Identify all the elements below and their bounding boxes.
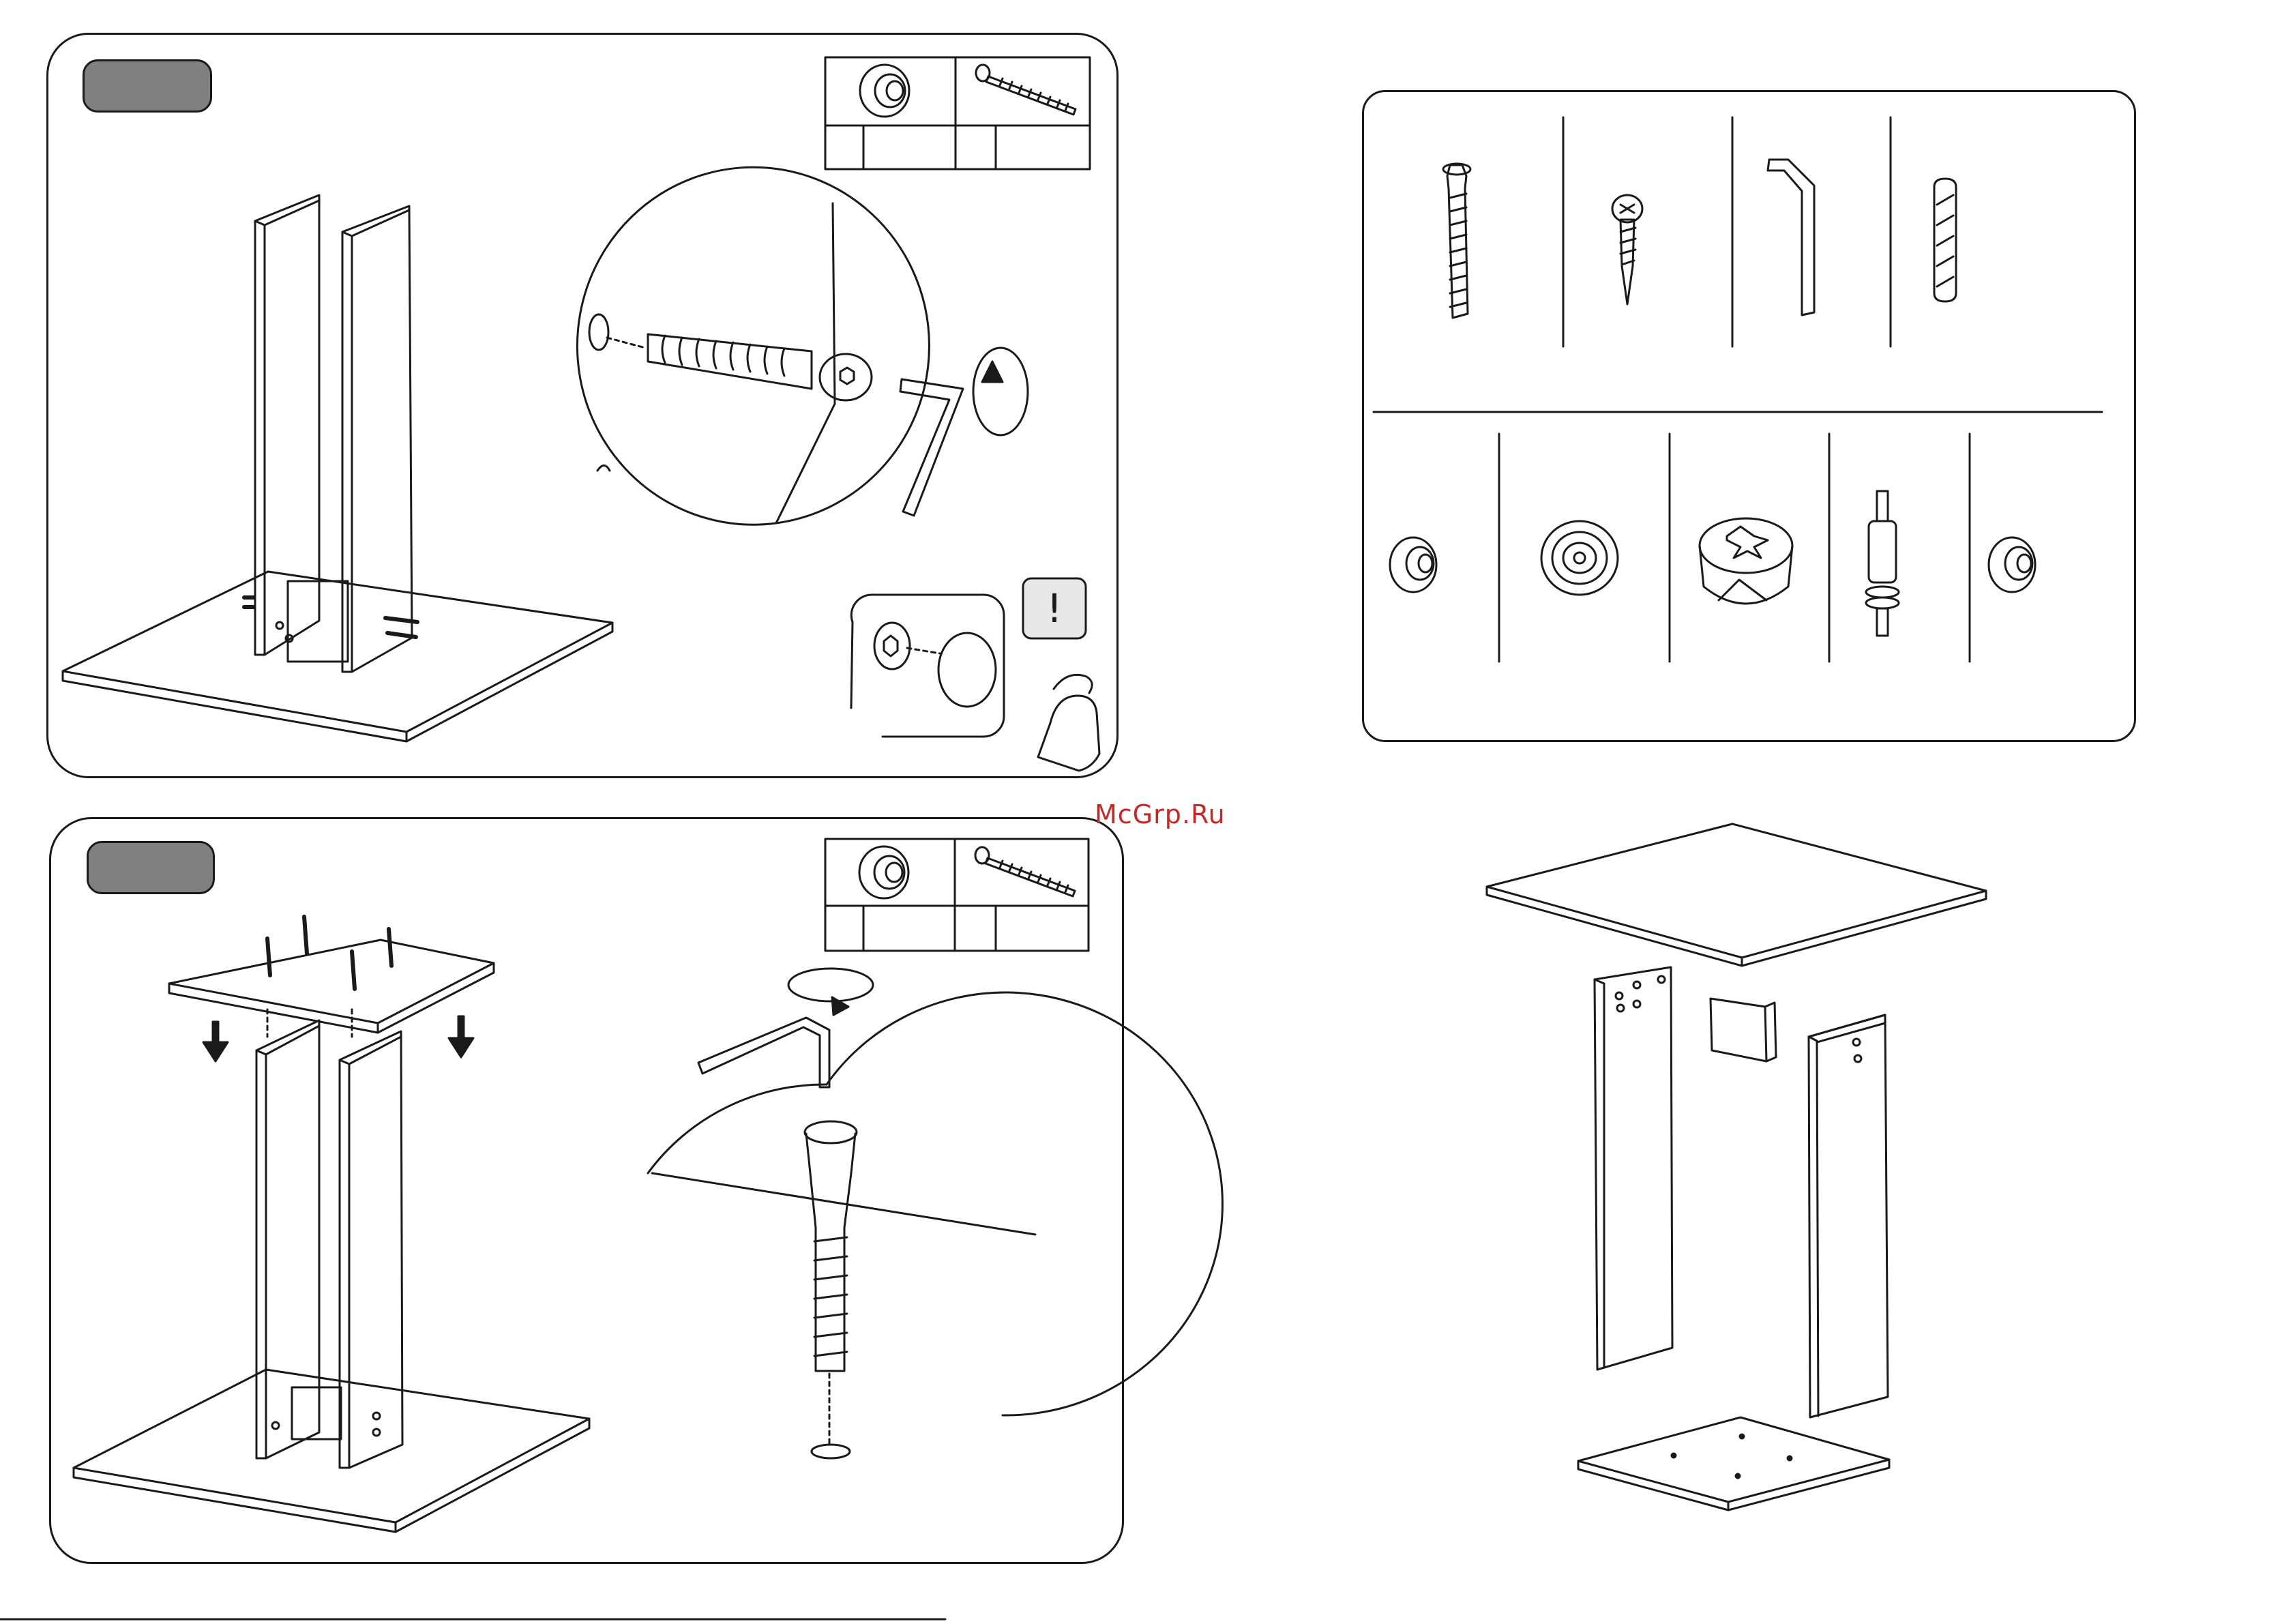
hand-icon (1038, 675, 1099, 771)
cam-pin-icon-2 (859, 846, 908, 898)
step-1-cabinet (63, 195, 612, 741)
plastic-cap-part (1541, 521, 1618, 595)
step-2-detail-zoom (648, 992, 1222, 1458)
step-1-parts-table (825, 57, 1090, 169)
allen-key-icon-step-1 (900, 348, 1028, 516)
cam-lock-part (1700, 518, 1792, 604)
wood-screw-part (1612, 195, 1642, 304)
cam-pin-part (1390, 537, 1436, 592)
cam-bolt-part (1866, 491, 1899, 636)
cam-pin-icon (860, 65, 909, 117)
allen-key-part (1768, 160, 1814, 315)
wooden-dowel-part (1934, 179, 1956, 301)
caution-exclamation-icon: ! (1023, 578, 1086, 638)
cam-pin-small-part (1989, 537, 2035, 592)
cam-pin-detail (851, 595, 1004, 737)
confirmat-screw-icon (976, 65, 1076, 115)
allen-key-icon-step-2 (698, 969, 873, 1087)
step-2-cabinet (74, 917, 589, 1532)
step-2-parts-table (825, 839, 1089, 951)
step-1-detail-zoom (577, 167, 929, 525)
exploded-cabinet-view (1487, 824, 1986, 1510)
confirmat-screw-part (1443, 164, 1470, 318)
confirmat-screw-icon-2 (975, 847, 1075, 896)
